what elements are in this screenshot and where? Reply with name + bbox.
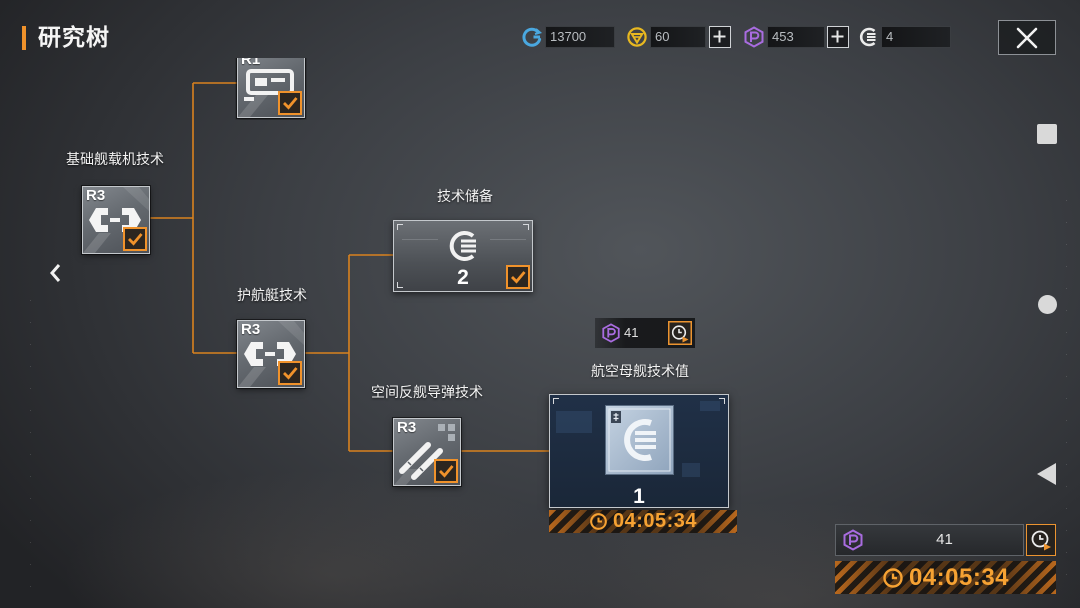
nav-home-button[interactable] [1038,295,1057,314]
nav-back-button[interactable] [1037,463,1056,485]
cost-value: 41 [624,325,639,340]
node-count: 1 [633,485,645,508]
tech-node-carrier-tech-value[interactable]: 1 [549,394,729,508]
tech-data-icon [446,228,482,264]
tech-node-escort[interactable]: R3 [237,320,305,388]
node-label-tech-reserve: 技术储备 [437,189,493,205]
card-deco-panel [682,463,700,477]
purple-p-hexagon-icon [601,323,621,343]
panel-cost-value: 41 [936,531,953,548]
card-deco-panel [700,401,720,411]
add-purple-crystal-button[interactable] [827,26,849,48]
tech-node-base-carrier[interactable]: R3 [82,186,150,254]
add-gold-coin-button[interactable] [709,26,731,48]
completed-check-icon [123,227,147,251]
gold-triangle-coin-icon [626,26,648,48]
tech-node-r1[interactable]: R1 [237,58,305,118]
speed-up-icon [668,321,692,345]
card-corner [397,224,403,230]
module-frame-icon [238,69,294,117]
node-rank: R3 [397,419,417,436]
node-label-anti-ship-missile-tech: 空间反舰导弹技术 [371,385,483,401]
edge-ticks-right [1066,200,1067,580]
research-panel-timer: 04:05:34 [835,561,1056,594]
clock-icon [589,512,608,531]
tech-node-tech-reserve[interactable]: 2 [393,220,533,292]
node-count: 2 [457,266,469,289]
resource-value-blue-coin: 13700 [545,26,615,48]
completed-check-icon [506,265,530,289]
node-label-escort-tech: 护航艇技术 [237,288,307,304]
node-rank: R3 [241,321,261,338]
card-circuit-line [490,239,526,240]
page-title: 研究树 [38,25,110,51]
close-button[interactable] [998,20,1056,55]
carrier-research-cost: 41 [595,318,695,348]
resource-value-tech-data: 4 [881,26,951,48]
card-corner [553,398,559,404]
tech-node-anti-ship-missile[interactable]: R3 [393,418,461,486]
tech-data-icon [858,26,880,48]
title-accent-bar [22,26,26,50]
card-corner [719,398,725,404]
panel-speed-up-button[interactable] [1026,524,1056,556]
edge-ticks-left [30,300,31,600]
carrier-research-timer: 04:05:34 [549,510,737,533]
timer-text: 04:05:34 [612,510,698,532]
tree-top-clip: R1 [235,58,307,120]
completed-check-icon [278,361,302,385]
purple-p-hexagon-icon [743,26,765,48]
resource-value-purple-crystal: 453 [767,26,825,48]
research-panel-cost: 41 [835,524,1024,556]
card-corner [523,224,529,230]
hex-link-icon [238,321,304,387]
plus-icon [831,30,844,43]
hex-link-icon [83,187,149,253]
card-deco-panel [556,411,592,433]
card-circuit-line [402,239,438,240]
blue-cycle-coin-icon [521,26,543,48]
tech-data-icon [606,406,673,474]
card-corner [397,282,403,288]
speed-up-icon [1031,530,1051,551]
node-label-carrier-tech-value: 航空母舰技术值 [591,364,689,380]
nav-recent-apps-button[interactable] [1037,124,1057,144]
node-rank: R3 [86,187,106,204]
missile-icon [394,424,455,485]
completed-check-icon [434,459,458,483]
node-rank: R1 [241,58,261,68]
plus-icon [713,30,726,43]
node-label-base-carrier-tech: 基础舰载机技术 [66,152,164,168]
purple-p-hexagon-icon [842,529,864,551]
resource-value-gold-coin: 60 [650,26,706,48]
close-icon [1016,27,1038,49]
clock-icon [882,567,904,589]
chevron-left-icon[interactable] [48,262,62,284]
speed-up-button[interactable] [668,321,692,345]
timer-text: 04:05:34 [908,564,1010,591]
completed-check-icon [278,91,302,115]
